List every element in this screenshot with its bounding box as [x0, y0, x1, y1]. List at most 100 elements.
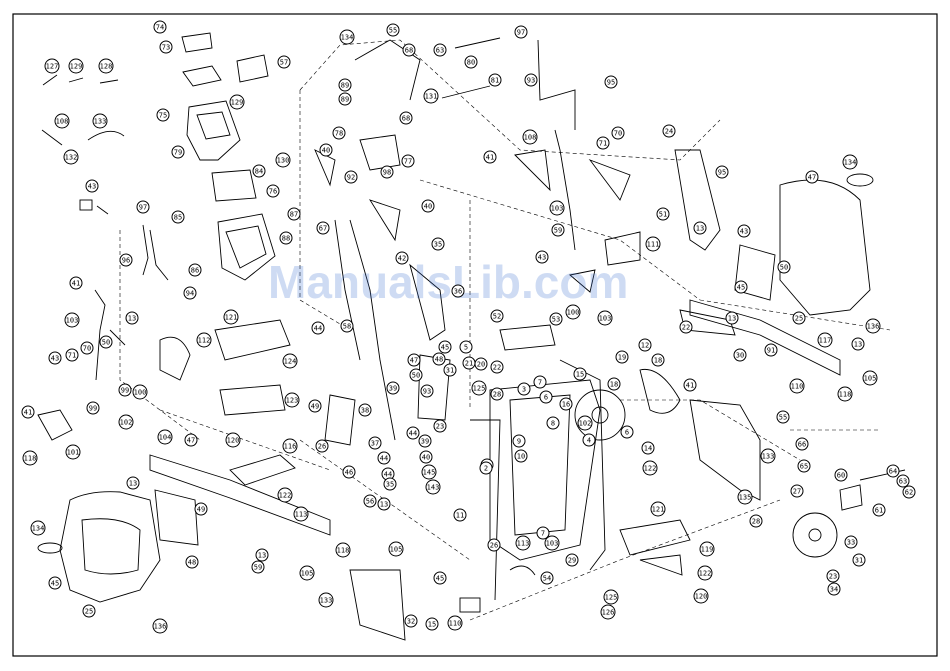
- callout-number: 103: [551, 205, 564, 213]
- callout-circle: [48, 576, 62, 590]
- callout-number: 93: [423, 388, 431, 396]
- callout-circle: [48, 351, 62, 365]
- callout-circle: [559, 397, 573, 411]
- callout-number: 43: [538, 254, 546, 262]
- callout-number: 13: [258, 552, 266, 560]
- console-assembly: [181, 32, 276, 281]
- callout-number: 105: [390, 546, 403, 554]
- part-callout-110: 110: [789, 378, 805, 394]
- callout-number: 103: [66, 317, 79, 325]
- callout-circle: [311, 321, 325, 335]
- callout-number: 108: [56, 118, 69, 126]
- callout-number: 124: [284, 358, 297, 366]
- callout-number: 70: [83, 345, 91, 353]
- callout-circle: [896, 474, 910, 488]
- part-callout-46: 46: [342, 465, 356, 479]
- callout-circle: [159, 40, 173, 54]
- part-callout-41: 41: [21, 405, 35, 419]
- callout-circle: [852, 553, 866, 567]
- part-callout-124: 124: [282, 353, 298, 369]
- callout-number: 68: [402, 115, 410, 123]
- callout-circle: [118, 383, 132, 397]
- callout-circle: [604, 75, 618, 89]
- part-drawings: [37, 32, 906, 641]
- callout-number: 40: [322, 147, 330, 155]
- callout-circle: [98, 58, 114, 74]
- part-callout-41: 41: [683, 378, 697, 392]
- callout-number: 56: [366, 498, 374, 506]
- part-callout-45: 45: [48, 576, 62, 590]
- part-callout-96: 96: [119, 253, 133, 267]
- callout-number: 12: [641, 342, 649, 350]
- callout-circle: [275, 152, 291, 168]
- callout-circle: [287, 207, 301, 221]
- part-callout-91: 91: [764, 343, 778, 357]
- part-callout-26: 26: [487, 538, 501, 552]
- callout-number: 7: [541, 530, 545, 538]
- part-callout-56: 56: [363, 494, 377, 508]
- part-callout-51: 51: [656, 207, 670, 221]
- callout-number: 50: [102, 339, 110, 347]
- part-callout-48: 48: [432, 352, 446, 366]
- part-callout-60: 60: [834, 468, 848, 482]
- part-callout-79: 79: [171, 145, 185, 159]
- callout-circle: [795, 437, 809, 451]
- callout-number: 66: [798, 441, 806, 449]
- callout-number: 55: [779, 414, 787, 422]
- callout-number: 71: [68, 352, 76, 360]
- callout-number: 24: [665, 128, 673, 136]
- callout-circle: [386, 23, 400, 37]
- callout-circle: [22, 450, 38, 466]
- callout-number: 13: [128, 315, 136, 323]
- callout-number: 2: [484, 465, 488, 473]
- callout-number: 103: [599, 315, 612, 323]
- callout-number: 131: [425, 93, 438, 101]
- callout-number: 41: [24, 409, 32, 417]
- part-callout-7: 7: [536, 526, 550, 540]
- callout-number: 6: [544, 394, 548, 402]
- callout-number: 41: [72, 280, 80, 288]
- callout-number: 133: [762, 453, 775, 461]
- callout-circle: [776, 410, 790, 424]
- callout-circle: [862, 370, 878, 386]
- part-callout-103: 103: [64, 312, 80, 328]
- part-callout-95: 95: [715, 165, 729, 179]
- part-callout-104: 104: [157, 429, 173, 445]
- callout-circle: [299, 565, 315, 581]
- callout-number: 45: [51, 580, 59, 588]
- part-callout-116: 116: [282, 438, 298, 454]
- callout-circle: [99, 335, 113, 349]
- callout-circle: [194, 502, 208, 516]
- callout-number: 59: [554, 227, 562, 235]
- part-callout-6: 6: [539, 390, 553, 404]
- part-callout-16: 16: [559, 397, 573, 411]
- callout-number: 53: [552, 316, 560, 324]
- part-callout-40: 40: [419, 450, 433, 464]
- callout-circle: [471, 380, 487, 396]
- callout-circle: [464, 55, 478, 69]
- callout-number: 96: [122, 257, 130, 265]
- callout-number: 47: [410, 357, 418, 365]
- callout-circle: [251, 560, 265, 574]
- part-callout-26: 26: [315, 439, 329, 453]
- part-callout-31: 31: [443, 363, 457, 377]
- callout-circle: [316, 221, 330, 235]
- callout-circle: [777, 260, 791, 274]
- callout-number: 14: [644, 445, 652, 453]
- part-callout-35: 35: [431, 237, 445, 251]
- callout-number: 48: [188, 559, 196, 567]
- callout-circle: [293, 506, 309, 522]
- part-callout-134: 134: [842, 154, 858, 170]
- callout-number: 3: [522, 386, 526, 394]
- callout-number: 40: [422, 454, 430, 462]
- callout-circle: [656, 207, 670, 221]
- part-callout-122: 122: [642, 460, 658, 476]
- part-callout-93: 93: [420, 384, 434, 398]
- callout-number: 105: [301, 570, 314, 578]
- callout-circle: [332, 126, 346, 140]
- part-callout-117: 117: [817, 332, 833, 348]
- callout-number: 121: [652, 506, 665, 514]
- callout-circle: [546, 416, 560, 430]
- part-callout-132: 132: [63, 149, 79, 165]
